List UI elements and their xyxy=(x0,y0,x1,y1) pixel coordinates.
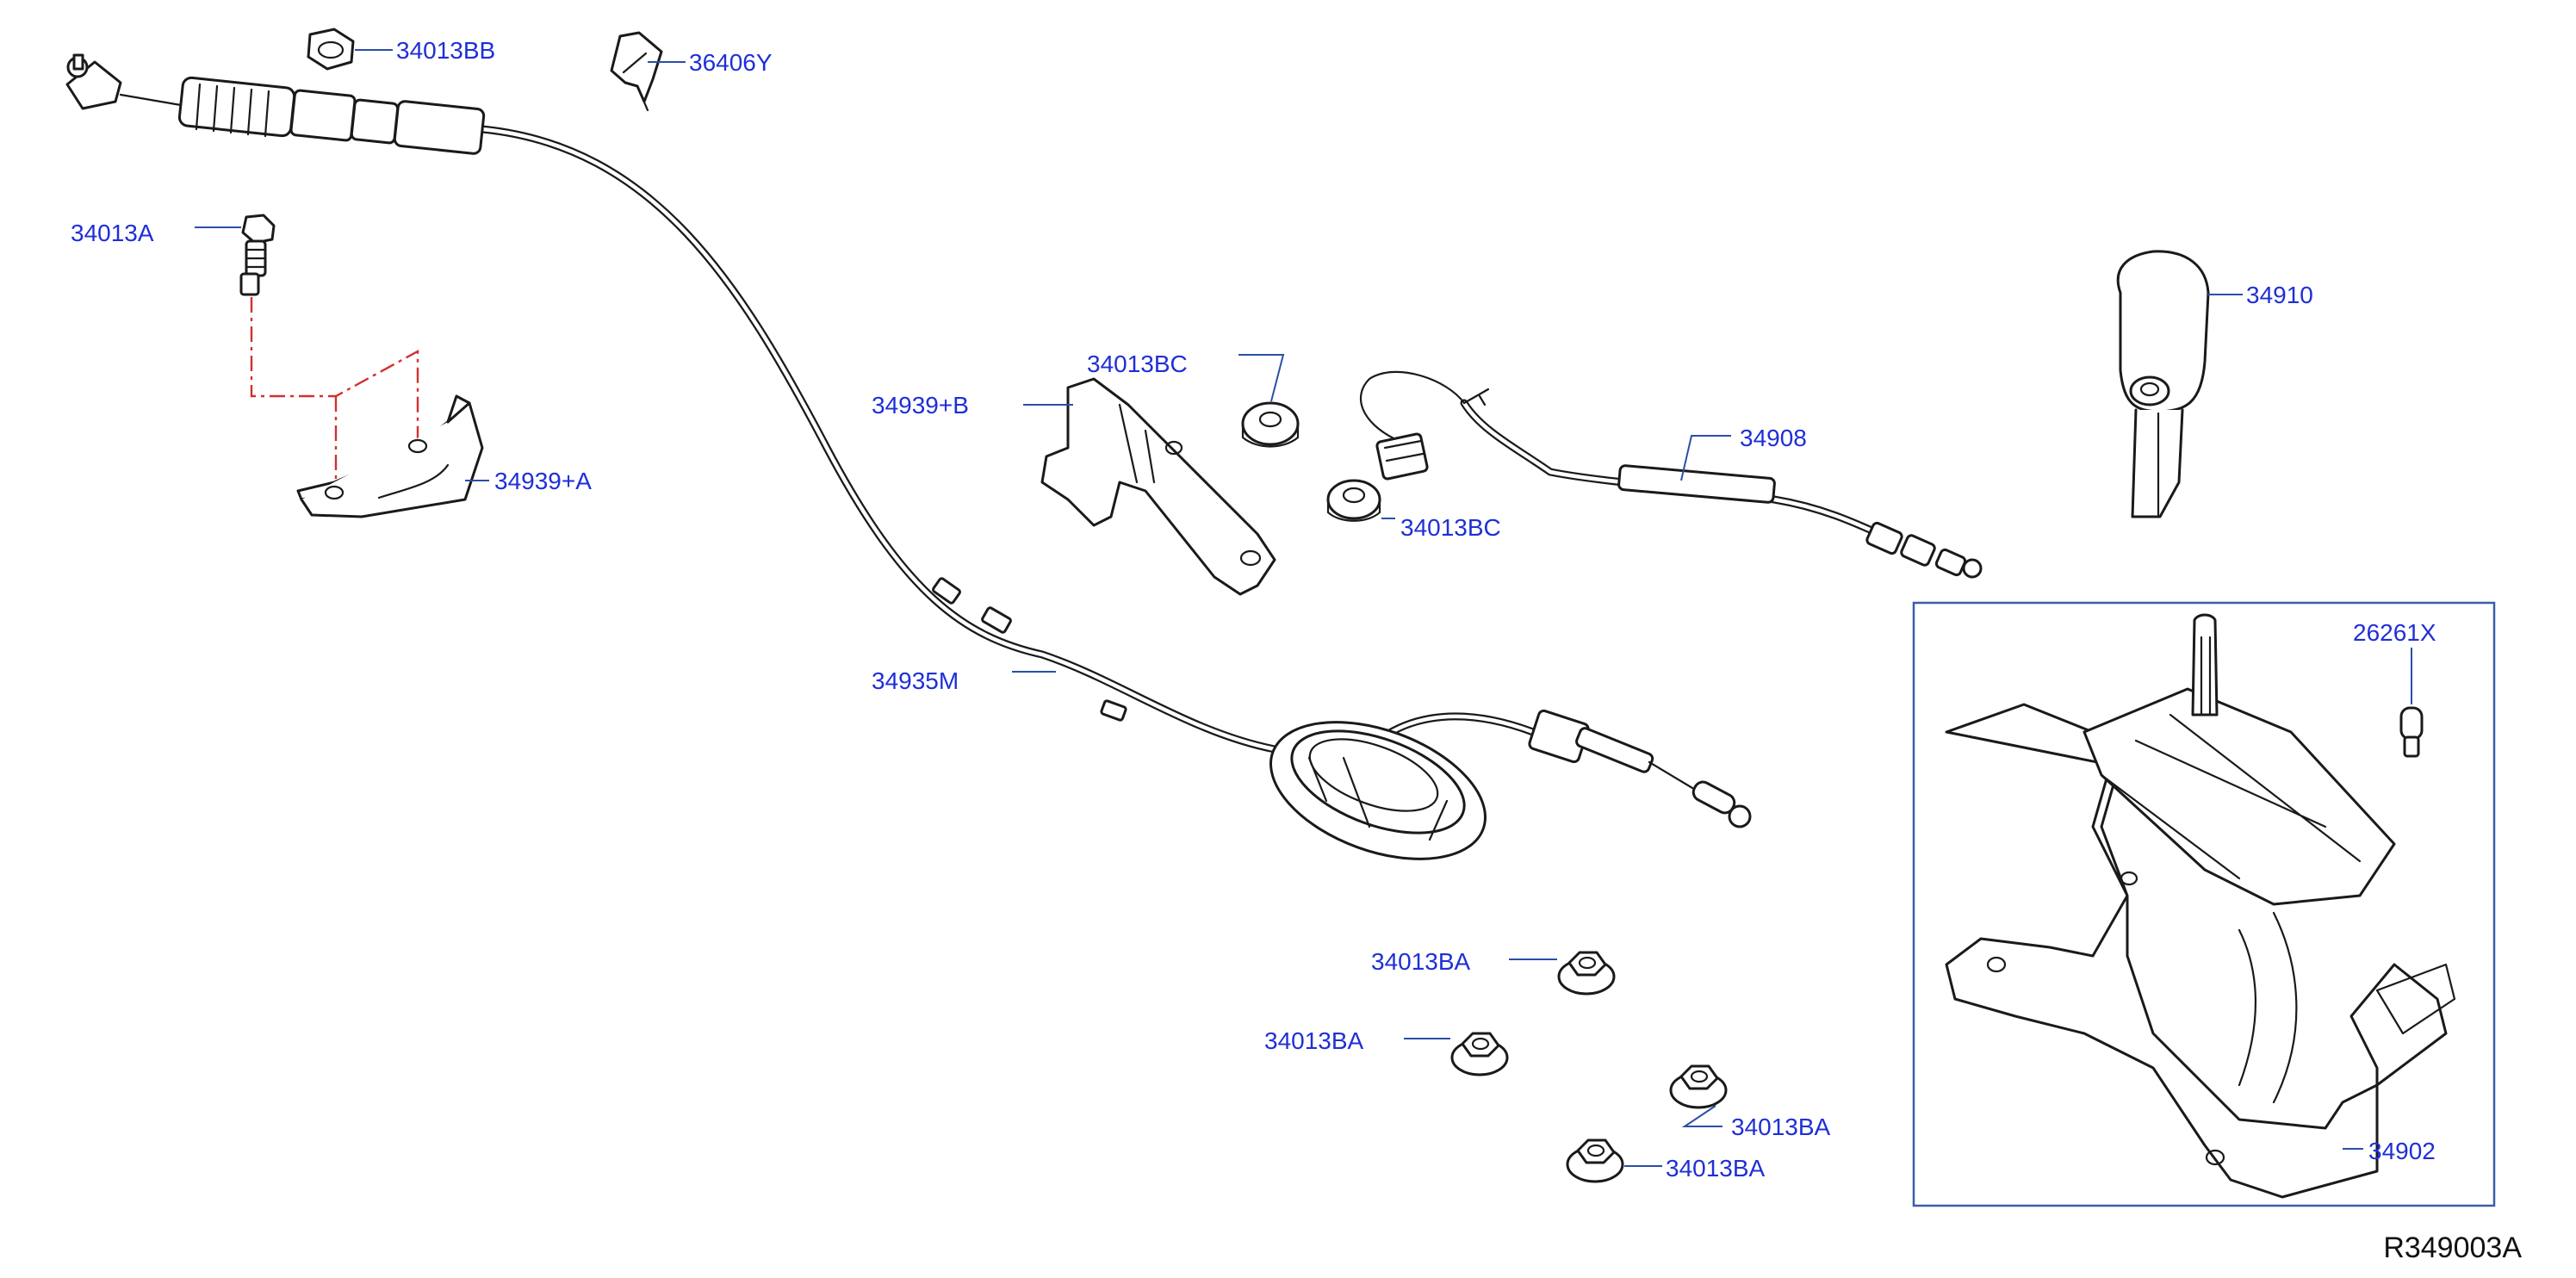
nut-34013ba-4 xyxy=(1566,1138,1624,1183)
callout-34013ba-2: 34013BA xyxy=(1264,1027,1364,1054)
clip-36406y xyxy=(610,31,663,112)
callout-34935m: 34935M xyxy=(872,667,959,694)
harness-34908 xyxy=(1359,370,1983,579)
callout-26261x: 26261X xyxy=(2353,619,2436,646)
bracket-34939a xyxy=(250,297,484,518)
callout-34910: 34910 xyxy=(2246,282,2313,308)
bulb-26261x xyxy=(2399,706,2424,758)
callout-34939b: 34939+B xyxy=(872,392,969,419)
grommet-34013bc-upper xyxy=(1241,401,1300,448)
nut-34013ba-3 xyxy=(1669,1064,1728,1109)
callout-34013bb: 34013BB xyxy=(396,37,495,64)
cable-end-fitting xyxy=(65,53,486,155)
leader-lines xyxy=(195,49,2412,1167)
callout-34013ba-3: 34013BA xyxy=(1731,1114,1831,1140)
callout-34908: 34908 xyxy=(1740,425,1807,451)
diagram-reference-code: R349003A xyxy=(2383,1231,2522,1264)
callout-34013ba-1: 34013BA xyxy=(1371,948,1471,975)
bracket-34939b xyxy=(1040,377,1276,596)
callout-34902: 34902 xyxy=(2368,1138,2436,1164)
nut-34013bb xyxy=(307,28,355,71)
callout-36406y: 36406Y xyxy=(689,49,773,76)
bolt-34013a xyxy=(239,214,276,296)
nut-34013ba-1 xyxy=(1557,951,1616,996)
grommet-34013bc-lower xyxy=(1326,479,1381,522)
callout-34013bc-upper: 34013BC xyxy=(1087,351,1188,377)
shift-control-cable xyxy=(478,125,1752,860)
shift-knob-34910 xyxy=(2116,250,2210,518)
callout-34939a: 34939+A xyxy=(494,468,592,494)
nut-34013ba-2 xyxy=(1450,1032,1509,1076)
callout-34013a: 34013A xyxy=(71,220,154,246)
callout-34013bc-lower: 34013BC xyxy=(1400,514,1501,541)
callout-34013ba-4: 34013BA xyxy=(1666,1155,1766,1182)
callout-labels: 34013BB 36406Y 34013A 34939+A 34013BC 34… xyxy=(71,37,2436,1182)
control-device-assembly-34902 xyxy=(1912,601,2496,1207)
